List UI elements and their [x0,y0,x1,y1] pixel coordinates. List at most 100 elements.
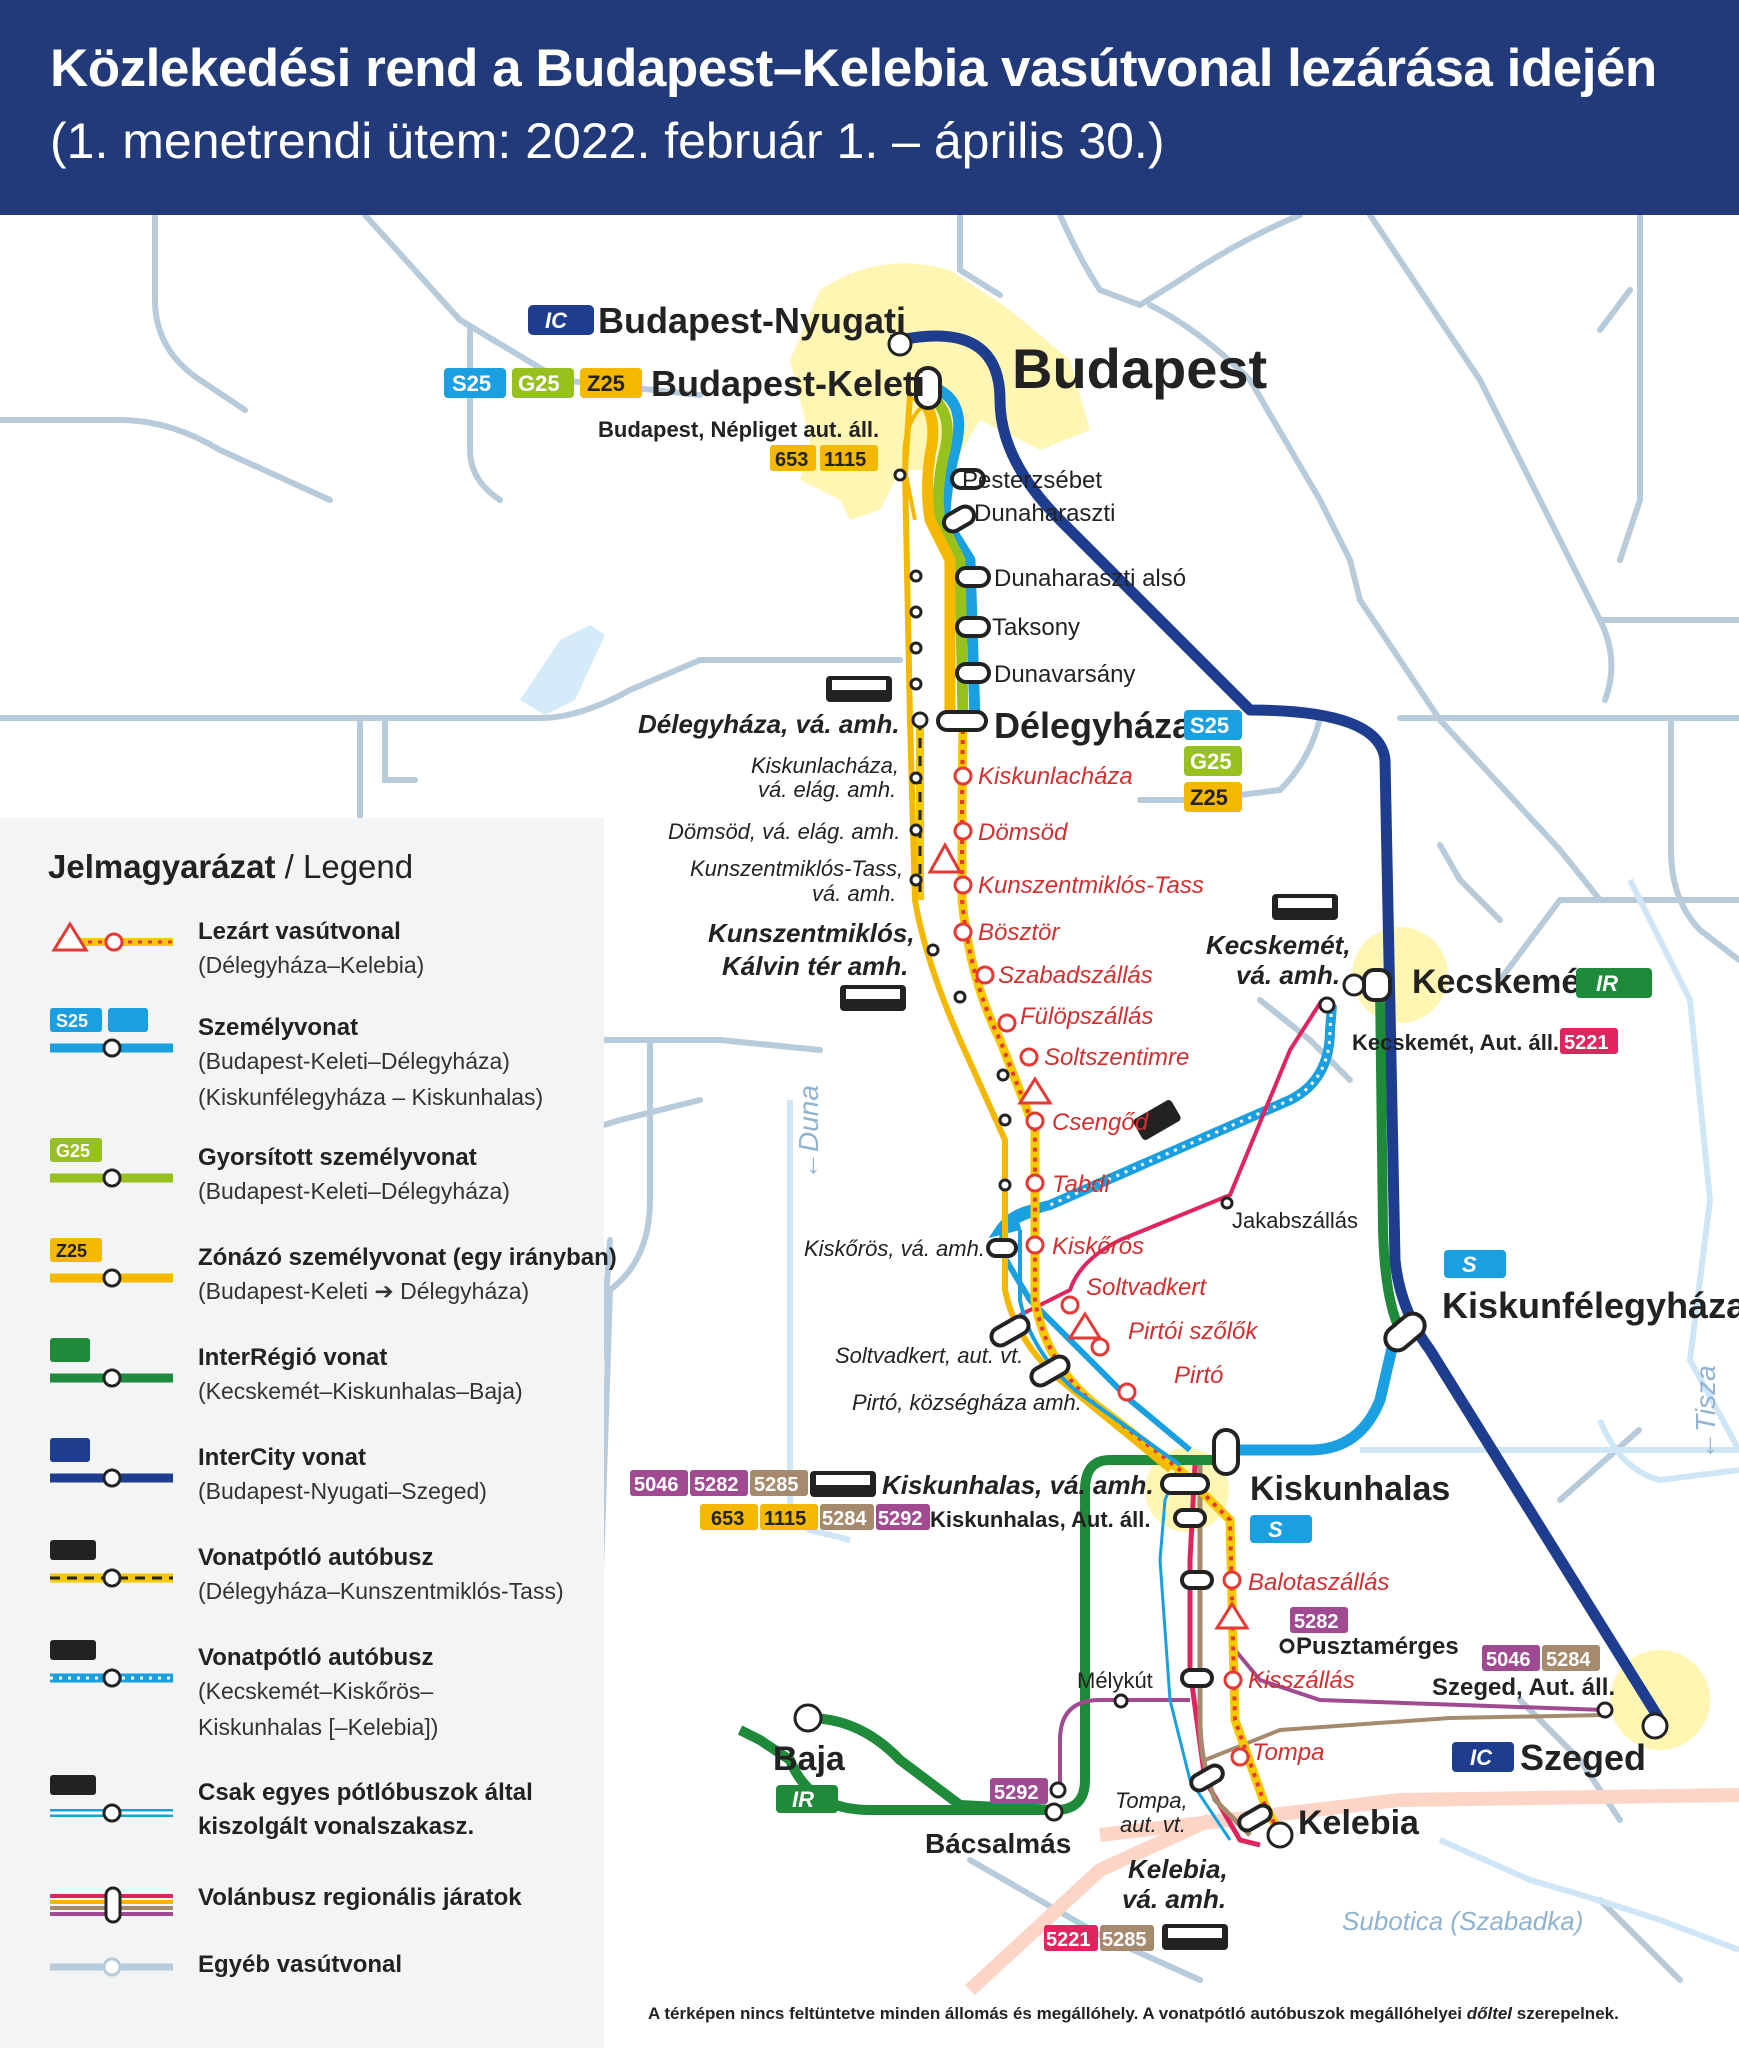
label-pirto: Pirtó [1174,1362,1223,1389]
svg-text:5221: 5221 [1046,1929,1091,1951]
intercity-symbol [50,1438,173,1488]
svg-text:G25: G25 [56,1141,90,1161]
legend-interregio: InterRégió vonat (Kecskemét–Kiskunhalas–… [0,1336,604,1426]
label-tabdi: Tabdi [1052,1171,1111,1198]
badges: IC S25 G25 Z25 653 1115 S25 G25 Z25 S250… [444,305,1652,1951]
label-kecskemet-aut: Kecskemét, Aut. áll. [1352,1030,1559,1055]
badge-5282-pm: 5282 [1290,1607,1348,1633]
label-melykut: Mélykút [1077,1668,1153,1693]
s-badge-kh: S [1250,1515,1312,1543]
legend-volanbusz: Volánbusz regionális járatok [0,1876,604,1966]
footnote: A térképen nincs feltüntetve minden állo… [648,2004,1619,2024]
label-kiskoros-amh: Kiskőrös, vá. amh. [804,1236,985,1261]
volan-line-purple-szeged [1233,1648,1606,1712]
legend-volan-name: Volánbusz regionális járatok [198,1884,522,1911]
label-kiskunlachaza-amh-1: Kiskunlacháza, [751,753,899,778]
svg-text:1115: 1115 [764,1508,806,1530]
label-bacsalmas: Bácsalmás [925,1828,1071,1859]
pill-stations [914,366,1427,1833]
legend-replacement-bus-1: Vonatpótló autóbusz (Délegyháza–Kunszent… [0,1536,604,1626]
footnote-italic: dőltel [1466,2004,1513,2023]
svg-text:653: 653 [775,449,808,471]
border-line-2 [965,1813,1213,1996]
lake-shape [520,625,605,715]
svg-text:S25: S25 [56,1011,88,1031]
legend-bus2-desc-2: Kiskunhalas [–Kelebia]) [198,1714,439,1740]
legend-other-rail: Egyéb vasútvonal [0,1943,604,2033]
svg-text:5282: 5282 [694,1474,739,1496]
label-balotaszallas: Balotaszállás [1248,1569,1389,1596]
warning-icons [927,841,1250,1630]
replacement-bus-kecskemet-dots [1049,1004,1334,1207]
header-banner: Közlekedési rend a Budapest–Kelebia vasú… [0,0,1739,215]
label-pirto-kozseghaza: Pirtó, községháza amh. [852,1390,1082,1415]
badge-1115-kh: 1115 [760,1504,818,1530]
label-kelebia: Kelebia [1298,1804,1420,1842]
svg-text:S: S [1462,1252,1477,1277]
label-soltvadkert-aut: Soltvadkert, aut. vt. [835,1343,1023,1368]
label-bosztor: Bösztör [978,919,1060,946]
label-budapest: Budapest [1012,337,1267,400]
badge-653-kh: 653 [700,1504,758,1530]
interregio-symbol [50,1338,173,1388]
label-szabadszallas: Szabadszállás [998,962,1153,989]
label-kiskunlachaza-amh-2: vá. elág. amh. [758,777,896,802]
legend-zone-train: Z25 Zónázó személyvonat (egy irányban) (… [0,1236,617,1326]
svg-text:5292: 5292 [994,1782,1039,1804]
label-szeged: Szeged [1520,1737,1646,1778]
svg-text:Z25: Z25 [587,371,625,396]
volan-line-jakab [1019,998,1324,1317]
svg-text:S25: S25 [1190,713,1229,738]
other-rail-symbol [50,1957,173,1977]
label-kunszent-kalvin-2: Kálvin tér amh. [722,951,908,981]
label-tompa-aut-2: aut. vt. [1120,1812,1186,1837]
legend-bus2-desc-1: (Kecskemét–Kiskőrös– [198,1678,434,1704]
footnote-after: szerepelnek. [1512,2004,1619,2023]
label-kiskunhalas: Kiskunhalas [1250,1470,1450,1508]
legend-intercity-desc: (Budapest-Nyugati–Szeged) [198,1478,487,1504]
svg-text:G25: G25 [518,371,560,396]
ic-badge-nyugati: IC [528,305,594,335]
badge-5046-kh: 5046 [630,1470,688,1496]
legend-partial-bus: Csak egyes pótlóbuszok által kiszolgált … [0,1771,604,1861]
legend-personal-desc-1: (Budapest-Keleti–Délegyháza) [198,1048,510,1074]
badge-5284-sz: 5284 [1542,1645,1600,1671]
label-pesterzsebet: Pesterzsébet [962,467,1102,494]
zone-train-symbol: Z25 [50,1238,173,1288]
label-kiskunlachaza: Kiskunlacháza [978,763,1133,790]
label-kunszent-amh-1: Kunszentmiklós-Tass, [690,856,903,881]
legend-partial-name: Csak egyes pótlóbuszok által [198,1779,533,1806]
badge-5221-kecs: 5221 [1560,1028,1618,1054]
volan-line-brown [1197,1465,1252,1837]
label-baja: Baja [773,1740,846,1778]
label-subotica: Subotica (Szabadka) [1342,1906,1583,1936]
replacement-bus-yellow [901,394,1172,1473]
label-tisza: ←Tisza [1690,1365,1721,1460]
label-kiskoros: Kiskőrös [1052,1233,1144,1260]
legend-closed-railway: Lezárt vasútvonal (Délegyháza–Kelebia) [0,910,604,1000]
badge-5221-kel: 5221 [1044,1925,1098,1951]
bus-windows [816,680,1332,1938]
svg-text:IC: IC [1470,1745,1493,1770]
label-taksony: Taksony [992,614,1080,641]
svg-text:5046: 5046 [634,1474,679,1496]
legend-title-bold: Jelmagyarázat [48,848,276,885]
label-fulopszallas: Fülöpszállás [1020,1003,1153,1030]
badge-5292-bac: 5292 [990,1778,1048,1804]
label-jakabszallas: Jakabszállás [1232,1208,1358,1233]
svg-text:IR: IR [792,1787,814,1812]
label-kelebia-amh-2: vá. amh. [1122,1884,1226,1914]
legend-zone-desc: (Budapest-Keleti ➔ Délegyháza) [198,1278,530,1304]
legend-closed-desc: (Délegyháza–Kelebia) [198,952,425,978]
replacement-bus-lightblue [1018,1230,1182,1467]
label-tompa: Tompa [1252,1739,1325,1766]
label-domsod: Dömsöd [978,819,1068,846]
svg-text:G25: G25 [1190,749,1232,774]
label-nyugati: Budapest-Nyugati [598,300,906,341]
closed-railway-symbol [51,921,173,952]
legend-personal-name: Személyvonat [198,1014,359,1041]
legend-fast-train: G25 Gyorsított személyvonat (Budapest-Ke… [0,1136,604,1226]
personal-train-kfh [1230,1333,1401,1456]
label-kunszent-amh-2: vá. amh. [812,881,896,906]
legend-bus1-desc: (Délegyháza–Kunszentmiklós-Tass) [198,1578,564,1604]
